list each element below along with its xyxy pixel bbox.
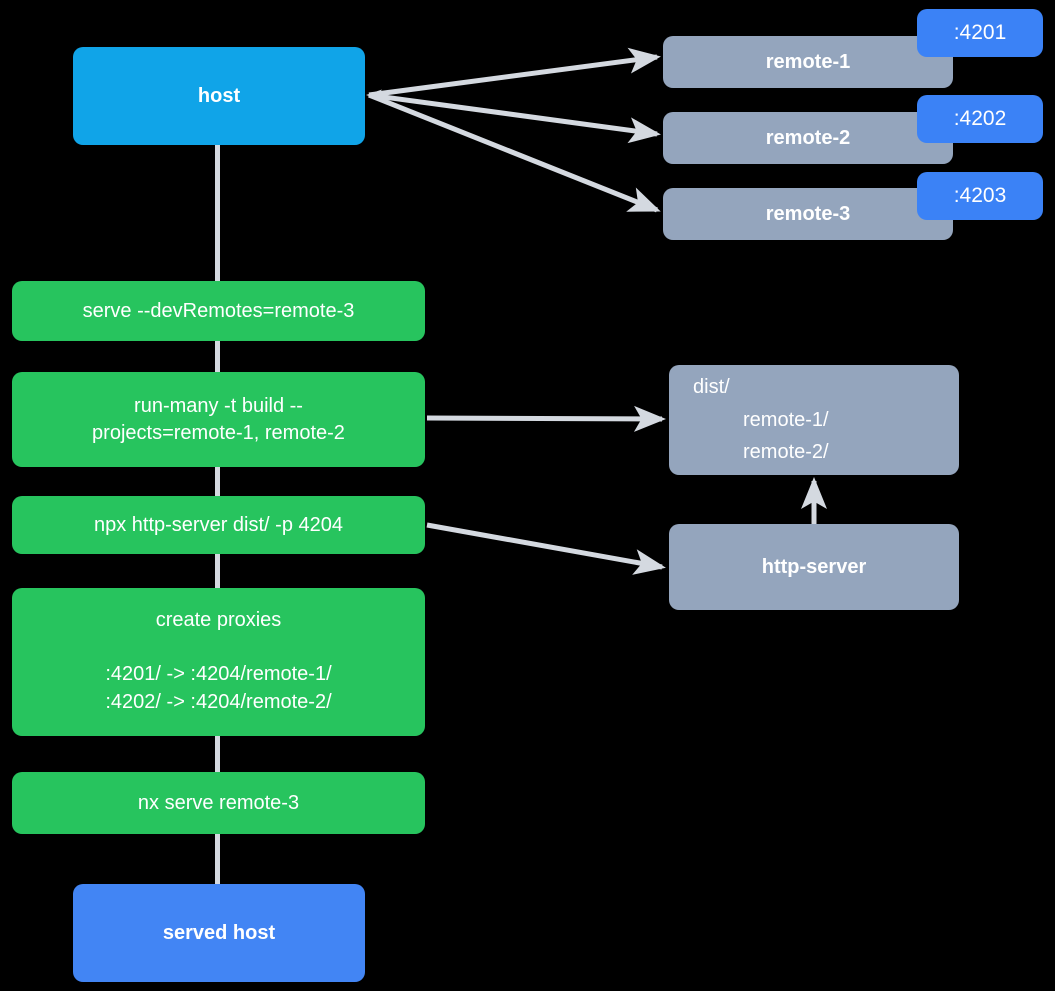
node-command-serve[interactable]: serve --devRemotes=remote-3 xyxy=(12,281,425,341)
port-badge-remote-3: :4203 xyxy=(917,172,1043,220)
command-run-many-line2: projects=remote-1, remote-2 xyxy=(92,421,345,444)
node-host-label: host xyxy=(197,84,241,107)
node-remote-1[interactable]: remote-1 xyxy=(663,36,953,88)
node-http-server-label: http-server xyxy=(761,555,867,578)
node-command-npx-http-server[interactable]: npx http-server dist/ -p 4204 xyxy=(12,496,425,554)
port-badge-remote-2-label: :4202 xyxy=(953,107,1007,130)
node-http-server[interactable]: http-server xyxy=(669,524,959,610)
edge-host-to-remote-2 xyxy=(368,92,661,144)
node-remote-2[interactable]: remote-2 xyxy=(663,112,953,164)
edge-host-to-remote-3 xyxy=(368,92,661,213)
node-command-create-proxies[interactable]: create proxies :4201/ -> :4204/remote-1/… xyxy=(12,588,425,736)
command-nx-serve-label: nx serve remote-3 xyxy=(137,791,300,814)
node-remote-3-label: remote-3 xyxy=(765,202,851,225)
port-badge-remote-2: :4202 xyxy=(917,95,1043,143)
port-badge-remote-1-label: :4201 xyxy=(953,21,1007,44)
node-remote-2-label: remote-2 xyxy=(765,126,851,149)
port-badge-remote-1: :4201 xyxy=(917,9,1043,57)
node-dist-folder[interactable]: dist/ remote-1/ remote-2/ xyxy=(669,365,959,475)
command-create-proxies-line2: :4202/ -> :4204/remote-2/ xyxy=(105,691,332,714)
node-command-run-many[interactable]: run-many -t build -- projects=remote-1, … xyxy=(12,372,425,467)
node-served-host-label: served host xyxy=(162,921,276,944)
command-create-proxies-line1: :4201/ -> :4204/remote-1/ xyxy=(105,662,332,685)
edge-npxhttp-to-httpserverbox xyxy=(426,522,666,575)
dist-root-label: dist/ xyxy=(693,376,730,399)
edge-host-to-remote-1 xyxy=(368,47,661,98)
node-remote-1-label: remote-1 xyxy=(765,50,851,73)
node-command-nx-serve-remote-3[interactable]: nx serve remote-3 xyxy=(12,772,425,834)
command-create-proxies-title: create proxies xyxy=(155,609,282,632)
dist-child-remote-2: remote-2/ xyxy=(743,441,829,464)
command-run-many-line1: run-many -t build -- xyxy=(134,395,303,418)
command-npx-http-server-label: npx http-server dist/ -p 4204 xyxy=(93,513,343,536)
node-host[interactable]: host xyxy=(73,47,365,145)
edge-host-inbound-arrowhead xyxy=(366,89,382,101)
edge-runmany-to-dist xyxy=(426,405,666,432)
dist-child-remote-1: remote-1/ xyxy=(743,408,829,431)
command-serve-label: serve --devRemotes=remote-3 xyxy=(82,299,355,322)
port-badge-remote-3-label: :4203 xyxy=(953,184,1007,207)
node-remote-3[interactable]: remote-3 xyxy=(663,188,953,240)
node-served-host[interactable]: served host xyxy=(73,884,365,982)
